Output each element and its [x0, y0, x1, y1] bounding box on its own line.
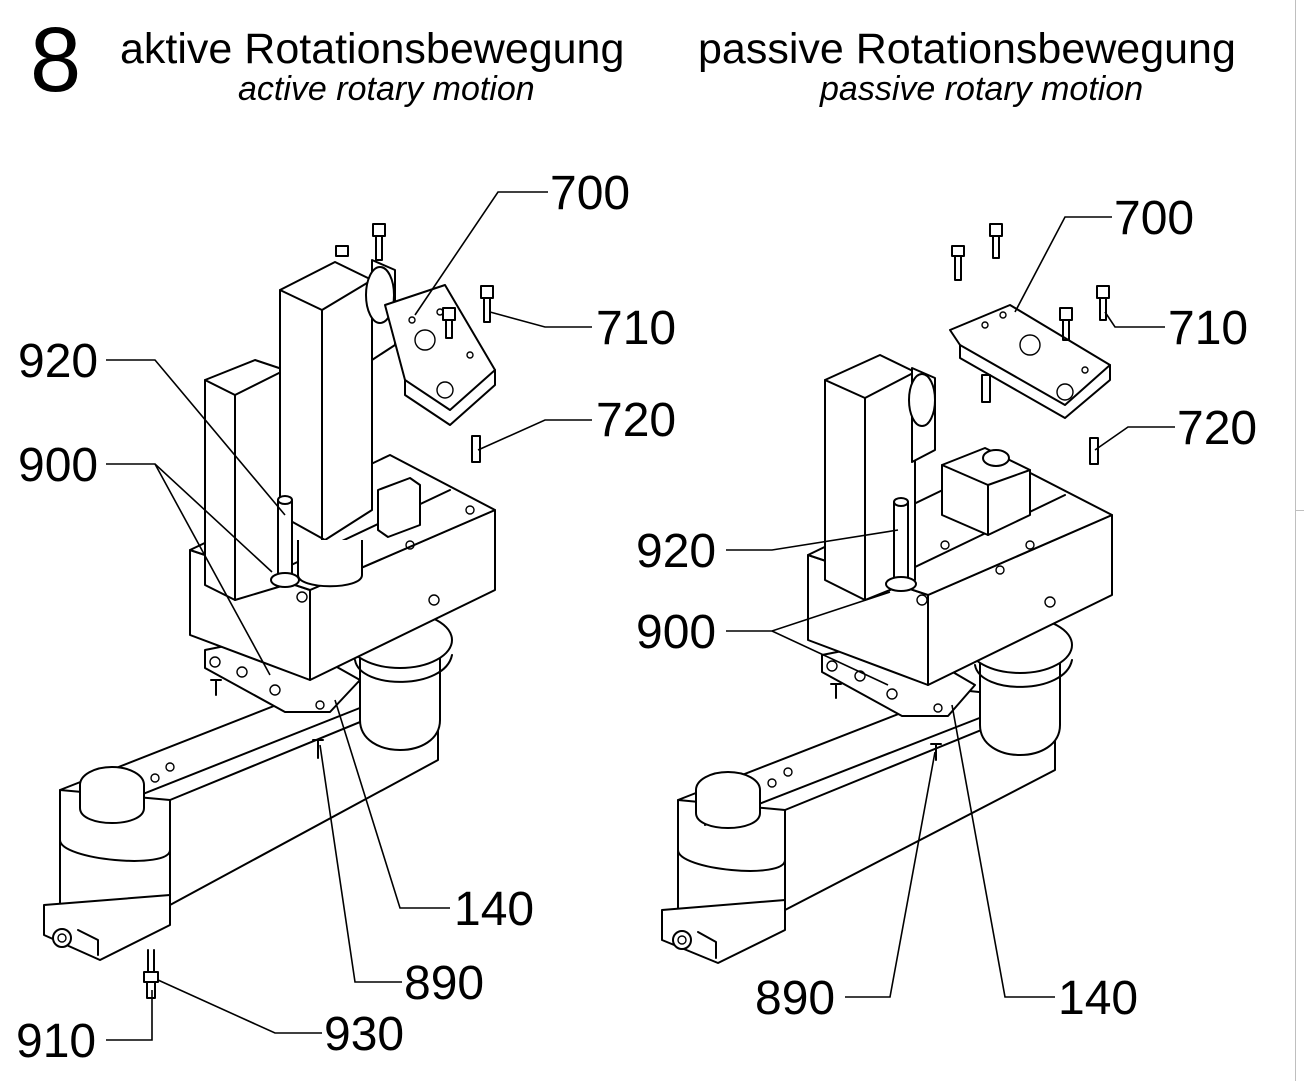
- right-title-de: passive Rotationsbewegung: [698, 25, 1236, 73]
- left-callout-930: 930: [324, 1008, 405, 1061]
- right-callout-720: 720: [1177, 402, 1258, 455]
- right-callout-900: 900: [636, 606, 717, 659]
- right-title-en: passive rotary motion: [820, 70, 1144, 108]
- left-callout-890: 890: [404, 957, 485, 1010]
- left-callout-140: 140: [454, 883, 535, 936]
- right-leader-lines: [726, 216, 1175, 998]
- left-top-plate: [384, 284, 496, 426]
- left-callout-910: 910: [16, 1015, 97, 1068]
- left-arm: [43, 679, 439, 961]
- left-callout-900: 900: [18, 439, 99, 492]
- step-number: 8: [30, 9, 82, 111]
- right-joint: [967, 616, 1073, 756]
- left-leader-lines: [106, 191, 592, 1041]
- left-callout-920: 920: [18, 335, 99, 388]
- left-motors: [204, 259, 421, 601]
- right-screws: [951, 223, 1110, 465]
- left-callout-700: 700: [550, 167, 631, 220]
- frame-tick: [1295, 510, 1304, 511]
- right-callout-700: 700: [1114, 192, 1195, 245]
- right-assembly: [661, 216, 1175, 998]
- left-callout-710: 710: [596, 302, 677, 355]
- right-arm: [661, 689, 1056, 964]
- right-callout-140: 140: [1058, 972, 1139, 1025]
- left-assembly: [43, 191, 592, 1041]
- right-callout-710: 710: [1168, 302, 1249, 355]
- right-top-plate: [949, 304, 1111, 419]
- left-title-de: aktive Rotationsbewegung: [120, 25, 625, 73]
- left-title-en: active rotary motion: [238, 70, 535, 108]
- right-callout-890: 890: [755, 972, 836, 1025]
- left-callout-720: 720: [596, 394, 677, 447]
- left-screws: [143, 223, 494, 999]
- frame-border-line: [1295, 0, 1296, 1081]
- right-callout-920: 920: [636, 525, 717, 578]
